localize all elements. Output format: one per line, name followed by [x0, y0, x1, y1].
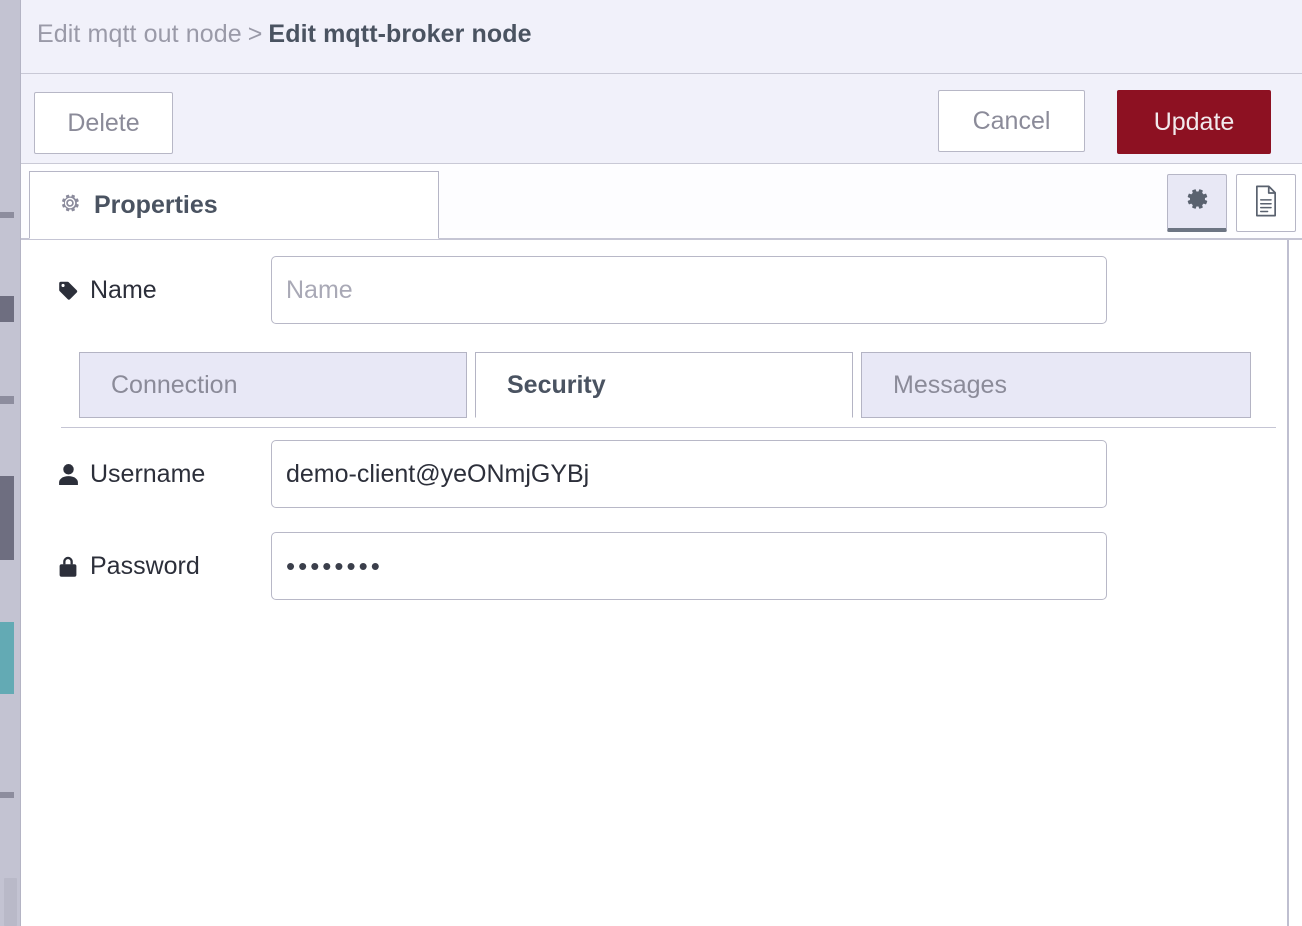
settings-icon-button[interactable] [1167, 174, 1227, 232]
cancel-button[interactable]: Cancel [938, 90, 1085, 152]
subtab-security[interactable]: Security [475, 352, 853, 418]
breadcrumb: Edit mqtt out node>Edit mqtt-broker node [37, 20, 532, 49]
dialog-toolbar: Delete Cancel Update [21, 74, 1302, 164]
gear-icon [1183, 185, 1211, 218]
form-row-password: Password [57, 532, 1107, 600]
gear-icon [58, 191, 82, 220]
password-label-text: Password [90, 551, 200, 580]
scrollbar-thumb[interactable] [4, 878, 17, 926]
subtabs-divider [61, 427, 1276, 428]
subtab-messages[interactable]: Messages [861, 352, 1251, 418]
gutter-fragment [0, 622, 14, 694]
document-icon [1251, 185, 1281, 222]
subtab-connection[interactable]: Connection [79, 352, 467, 418]
breadcrumb-parent[interactable]: Edit mqtt out node [37, 20, 242, 48]
editor-left-gutter [0, 0, 20, 926]
gutter-fragment [0, 212, 14, 218]
gutter-fragment [0, 396, 14, 404]
tabstrip-divider [21, 238, 1302, 240]
breadcrumb-separator: > [247, 20, 263, 48]
user-icon [57, 463, 79, 486]
vertical-scrollbar[interactable] [0, 0, 20, 926]
tab-properties[interactable]: Properties [29, 171, 439, 239]
security-subtabs: Connection Security Messages [61, 352, 1276, 428]
tag-icon [57, 279, 79, 302]
dialog-right-border [1287, 240, 1289, 926]
username-label-text: Username [90, 459, 206, 488]
edit-dialog-panel: Edit mqtt out node>Edit mqtt-broker node… [20, 0, 1302, 926]
name-label: Name [57, 276, 271, 305]
name-input[interactable] [271, 256, 1107, 324]
form-row-username: Username [57, 440, 1107, 508]
lock-icon [57, 555, 79, 578]
form-row-name: Name [57, 256, 1107, 324]
gutter-fragment [0, 296, 14, 322]
gutter-fragment [0, 792, 14, 798]
username-label: Username [57, 460, 271, 489]
tab-properties-label: Properties [94, 190, 218, 219]
info-icon-button[interactable] [1236, 174, 1296, 232]
update-button[interactable]: Update [1117, 90, 1271, 154]
dialog-body: Name Connection Security Messages [21, 240, 1302, 926]
password-label: Password [57, 552, 271, 581]
breadcrumb-current: Edit mqtt-broker node [268, 20, 532, 48]
dialog-tabstrip: Properties [21, 164, 1302, 240]
gutter-fragment [0, 476, 14, 560]
password-input[interactable] [271, 532, 1107, 600]
username-input[interactable] [271, 440, 1107, 508]
dialog-header: Edit mqtt out node>Edit mqtt-broker node [21, 0, 1302, 74]
delete-button[interactable]: Delete [34, 92, 173, 154]
name-label-text: Name [90, 275, 157, 304]
